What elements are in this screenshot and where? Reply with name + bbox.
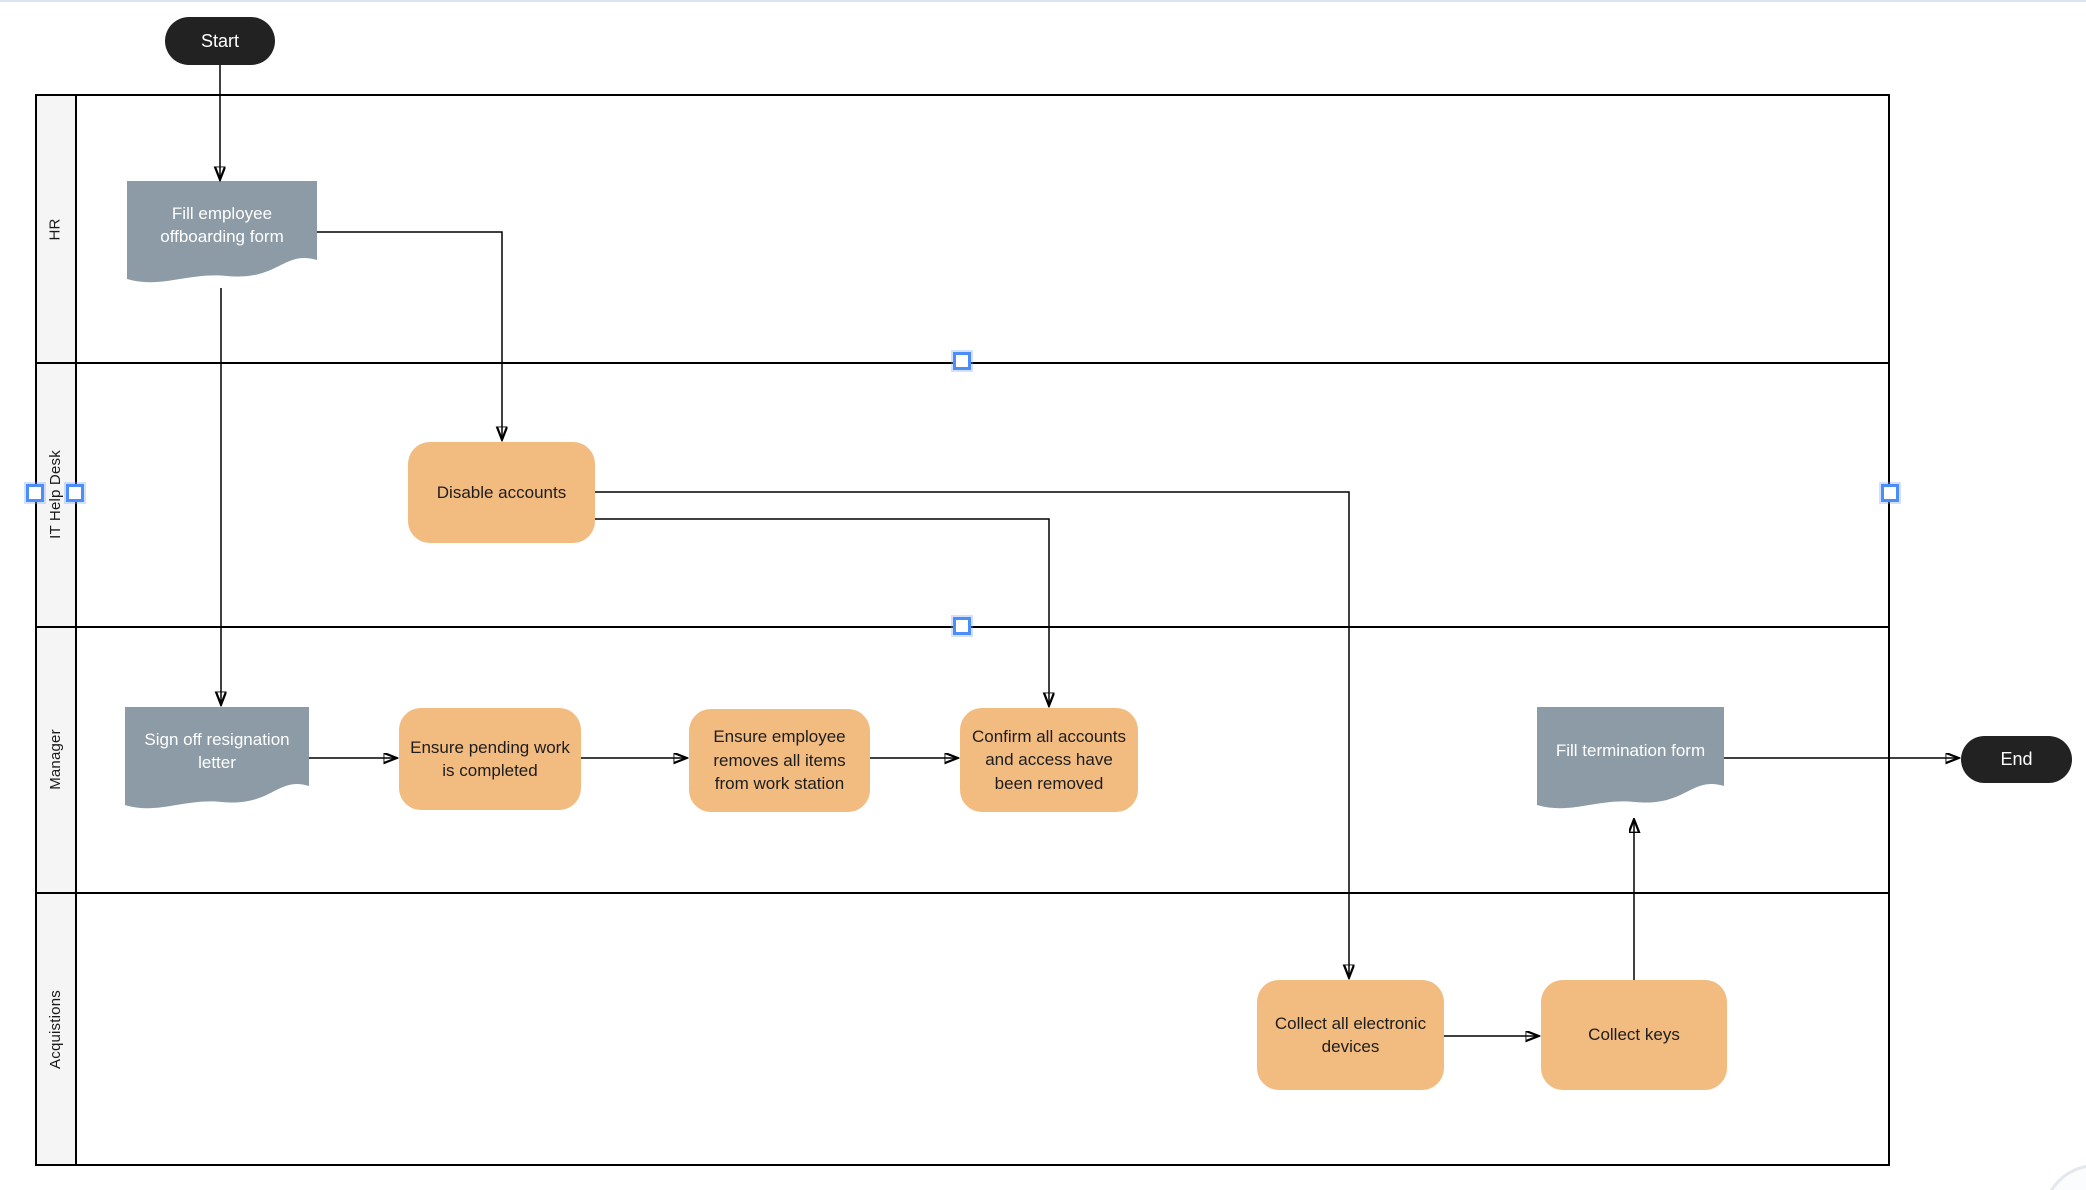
lane-label-manager[interactable]: Manager [35, 626, 75, 892]
document-shape [1537, 707, 1724, 809]
end-node[interactable]: End [1961, 736, 2072, 783]
document-shape [125, 707, 309, 809]
node-collect-keys[interactable]: Collect keys [1541, 980, 1727, 1090]
end-node-label: End [2000, 749, 2033, 770]
node-sign-off-resignation-letter[interactable]: Sign off resignation letter [125, 707, 309, 813]
selection-handle-top-center[interactable] [953, 352, 971, 370]
lane-boundary-manager-acquistions[interactable] [35, 892, 1890, 894]
lane-label-column [37, 96, 75, 1164]
node-fill-offboarding-form[interactable]: Fill employee offboarding form [127, 181, 317, 287]
selection-handle-bottom-center[interactable] [953, 617, 971, 635]
lane-label-it-help-desk-text: IT Help Desk [46, 449, 64, 539]
lane-label-hr-text: HR [46, 217, 64, 241]
lane-label-acquistions[interactable]: Acquistions [35, 892, 75, 1166]
document-shape [127, 181, 317, 283]
start-node-label: Start [200, 30, 239, 51]
node-ensure-pending-work[interactable]: Ensure pending work is completed [399, 708, 581, 810]
node-collect-electronic-devices[interactable]: Collect all electronic devices [1257, 980, 1444, 1090]
floating-button-partial[interactable] [2042, 1164, 2086, 1190]
node-label: Disable accounts [436, 482, 567, 502]
selection-handle-left-inner[interactable] [66, 484, 84, 502]
selection-handle-right-center[interactable] [1881, 484, 1899, 502]
node-label: Ensure pending work is completed [410, 737, 570, 780]
lane-label-acquistions-text: Acquistions [46, 989, 64, 1069]
node-label: Ensure employee removes all items from w… [713, 727, 846, 794]
node-fill-termination-form[interactable]: Fill termination form [1537, 707, 1724, 813]
lane-label-hr[interactable]: HR [35, 96, 75, 362]
node-disable-accounts[interactable]: Disable accounts [408, 442, 595, 543]
node-label: Fill termination form [1555, 741, 1706, 761]
selection-handle-left-outer[interactable] [26, 484, 44, 502]
window-edge-divider [0, 0, 2086, 2]
node-confirm-accounts-removed[interactable]: Confirm all accounts and access have bee… [960, 708, 1138, 812]
node-label: Collect keys [1588, 1025, 1680, 1045]
node-label: Fill employee offboarding form [160, 203, 284, 246]
lane-label-manager-text: Manager [46, 728, 64, 790]
lane-label-divider [75, 94, 77, 1166]
start-node[interactable]: Start [165, 17, 275, 65]
swimlane-pool[interactable] [35, 94, 1890, 1166]
node-label: Sign off resignation letter [144, 729, 290, 772]
node-ensure-employee-removes-items[interactable]: Ensure employee removes all items from w… [689, 709, 870, 812]
node-label: Collect all electronic devices [1274, 1013, 1427, 1056]
node-label: Confirm all accounts and access have bee… [971, 726, 1126, 793]
